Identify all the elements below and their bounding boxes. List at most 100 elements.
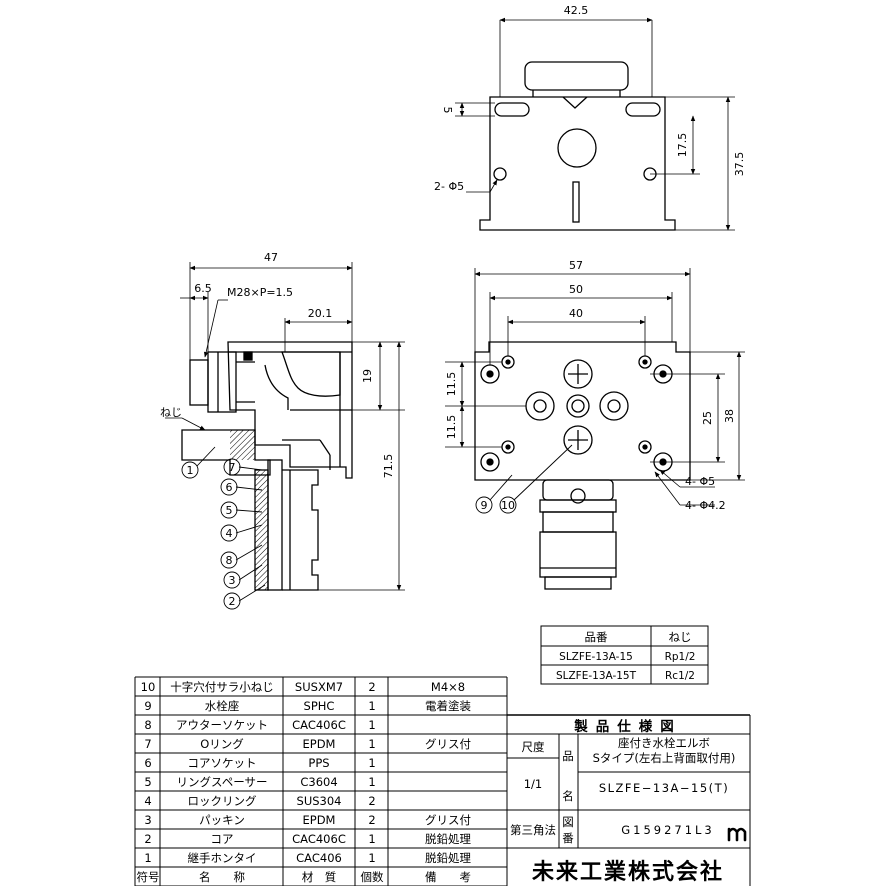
- parts-table-grid: [134, 676, 508, 886]
- name-label-1: 品: [562, 749, 574, 763]
- projection-label: 第三角法: [510, 823, 556, 837]
- part-row-3-no: 3: [144, 813, 151, 827]
- scale-value: 1/1: [524, 777, 543, 791]
- parts-table: 10 十字穴付サラ小ねじ SUSXM7 2 M4×8 9 水栓座 SPHC 1 …: [137, 680, 472, 884]
- part-row-3-name: パッキン: [199, 813, 245, 827]
- title-block-title: 製品仕様図: [573, 718, 682, 735]
- part-row-3-mat: EPDM: [303, 813, 336, 827]
- part-row-7-qty: 1: [368, 737, 375, 751]
- parts-header-no: 符号: [137, 870, 160, 884]
- part-row-1-name: 継手ホンタイ: [188, 851, 257, 865]
- name-label-2: 名: [562, 789, 574, 803]
- parts-header-qty: 個数: [361, 870, 384, 884]
- product-name-2: Sタイプ(左右上背面取付用): [593, 751, 736, 765]
- part-row-2-mat: CAC406C: [292, 832, 346, 846]
- product-name-1: 座付き水栓エルボ: [618, 736, 710, 750]
- dim-top-slot: 5: [441, 107, 454, 114]
- callout-7: 7: [229, 461, 236, 474]
- title-block-grid: [507, 714, 751, 886]
- model-row-2-part: SLZFE-13A-15T: [556, 670, 637, 682]
- part-row-3-qty: 2: [368, 813, 375, 827]
- part-row-9-name: 水栓座: [205, 699, 240, 713]
- callout-3: 3: [229, 574, 236, 587]
- dim-front-h3: 25: [701, 411, 714, 425]
- callout-labels: 1 7 6 5 4 8 3 2 9 10: [187, 461, 516, 608]
- part-row-7-name: Oリング: [200, 737, 244, 751]
- top-view-dims: [455, 17, 735, 231]
- part-row-7-mat: EPDM: [303, 737, 336, 751]
- side-view-dims: [165, 262, 405, 591]
- dim-top-hole: 2- Φ5: [434, 180, 464, 193]
- drawing-label-1: 図: [562, 815, 574, 829]
- model-table: [540, 625, 709, 685]
- top-view: [479, 61, 676, 231]
- part-row-5-qty: 1: [368, 775, 375, 789]
- dim-side-h2: 71.5: [382, 454, 395, 479]
- part-row-5-name: リングスペーサー: [177, 775, 268, 789]
- part-row-10-no: 10: [141, 680, 156, 694]
- label-neji: ねじ: [160, 406, 182, 419]
- part-row-4-name: ロックリング: [188, 794, 257, 808]
- part-row-9-qty: 1: [368, 699, 375, 713]
- dim-side-nut: 6.5: [194, 282, 212, 295]
- callout-4: 4: [226, 527, 233, 540]
- parts-header-material: 材 質: [302, 870, 337, 884]
- part-row-10-mat: SUSXM7: [295, 680, 343, 694]
- part-row-1-no: 1: [144, 851, 151, 865]
- model-row-1-thread: Rp1/2: [665, 651, 696, 663]
- dim-front-h2: 11.5: [445, 415, 458, 440]
- dim-side-depth: 20.1: [308, 307, 333, 320]
- part-row-4-mat: SUS304: [297, 794, 342, 808]
- model-row-1-part: SLZFE-13A-15: [559, 651, 633, 663]
- part-row-9-mat: SPHC: [304, 699, 335, 713]
- callout-10: 10: [501, 499, 515, 512]
- side-view: [181, 341, 353, 591]
- callouts: [181, 444, 573, 610]
- drawing-label-2: 番: [562, 831, 574, 845]
- part-row-8-mat: CAC406C: [292, 718, 346, 732]
- front-view: [474, 341, 691, 590]
- dim-front-w3: 40: [569, 307, 583, 320]
- dim-front-hole1: 4- Φ5: [685, 475, 715, 488]
- dim-side-thread: M28×P=1.5: [227, 286, 293, 299]
- part-row-6-mat: PPS: [308, 756, 329, 770]
- part-row-8-name: アウターソケット: [176, 718, 268, 732]
- part-row-6-name: コアソケット: [188, 756, 257, 770]
- part-row-5-mat: C3604: [300, 775, 337, 789]
- part-row-1-qty: 1: [368, 851, 375, 865]
- dim-front-h1: 11.5: [445, 372, 458, 397]
- callout-2: 2: [229, 595, 236, 608]
- part-row-8-no: 8: [144, 718, 151, 732]
- part-row-4-no: 4: [144, 794, 151, 808]
- part-row-1-mat: CAC406: [296, 851, 342, 865]
- dim-top-v1: 17.5: [676, 133, 689, 158]
- scale-label: 尺度: [522, 740, 545, 754]
- part-row-10-note: M4×8: [431, 680, 465, 694]
- part-row-9-note: 電着塗装: [425, 699, 471, 713]
- part-row-3-note: グリス付: [425, 813, 471, 827]
- part-row-2-note: 脱鉛処理: [425, 832, 471, 846]
- callout-5: 5: [226, 504, 233, 517]
- front-view-dims: [445, 268, 745, 506]
- part-row-2-no: 2: [144, 832, 151, 846]
- drawing-number: G159271L3: [621, 823, 715, 837]
- dim-top-width: 42.5: [564, 4, 589, 17]
- dim-side-h1: 19: [361, 369, 374, 383]
- part-row-2-qty: 1: [368, 832, 375, 846]
- parts-header-note: 備 考: [425, 870, 471, 884]
- part-row-10-name: 十字穴付サラ小ねじ: [170, 680, 274, 694]
- dim-front-hole2: 4- Φ4.2: [685, 499, 726, 512]
- part-row-4-qty: 2: [368, 794, 375, 808]
- model-header-part: 品番: [585, 630, 608, 644]
- mirai-m-logo-icon: [727, 827, 747, 842]
- part-row-2-name: コア: [211, 832, 234, 846]
- callout-9: 9: [481, 499, 488, 512]
- dim-front-w1: 57: [569, 259, 583, 272]
- company-name: 未来工業株式会社: [532, 859, 724, 885]
- part-row-6-no: 6: [144, 756, 151, 770]
- part-row-7-note: グリス付: [425, 737, 471, 751]
- dim-front-h4: 38: [723, 409, 736, 423]
- callout-8: 8: [226, 554, 233, 567]
- dim-side-total: 47: [264, 251, 278, 264]
